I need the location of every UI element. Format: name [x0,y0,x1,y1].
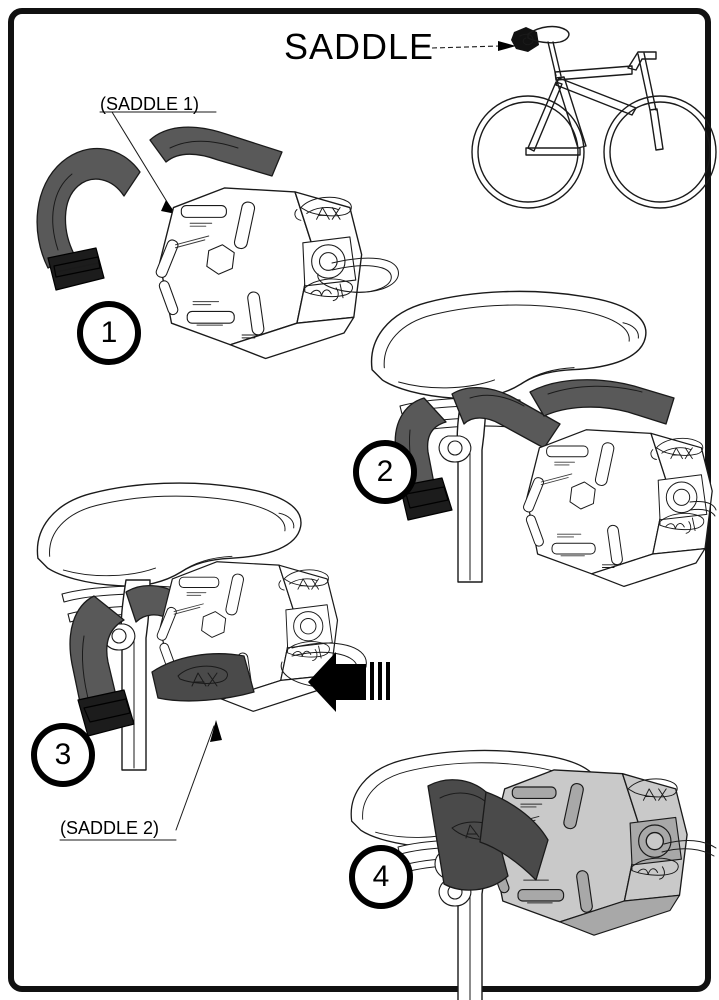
step-4-illustration [350,749,717,1000]
label-saddle-2: (SADDLE 2) [60,818,160,838]
strap-buckle-3 [77,689,135,737]
push-arrow [308,652,390,712]
cable-loop-4 [661,840,717,857]
saddle-callout-leader [431,41,516,51]
step-number-1: 1 [77,301,141,365]
step-number-3: 3 [31,723,95,787]
step-number-2: 2 [353,440,417,504]
strap-buckle-2 [399,477,453,521]
step-2-illustration [370,290,717,588]
step-3-illustration [36,482,390,841]
step-1-illustration [36,111,399,360]
cable-loop-2 [689,501,717,517]
label-saddle-1: (SADDLE 1) [100,94,200,114]
bicycle-diagram [471,25,717,209]
cable-loop [317,257,399,293]
page-title: SADDLE [284,26,435,67]
strap-buckle [47,247,105,291]
step-number-4: 4 [349,845,413,909]
